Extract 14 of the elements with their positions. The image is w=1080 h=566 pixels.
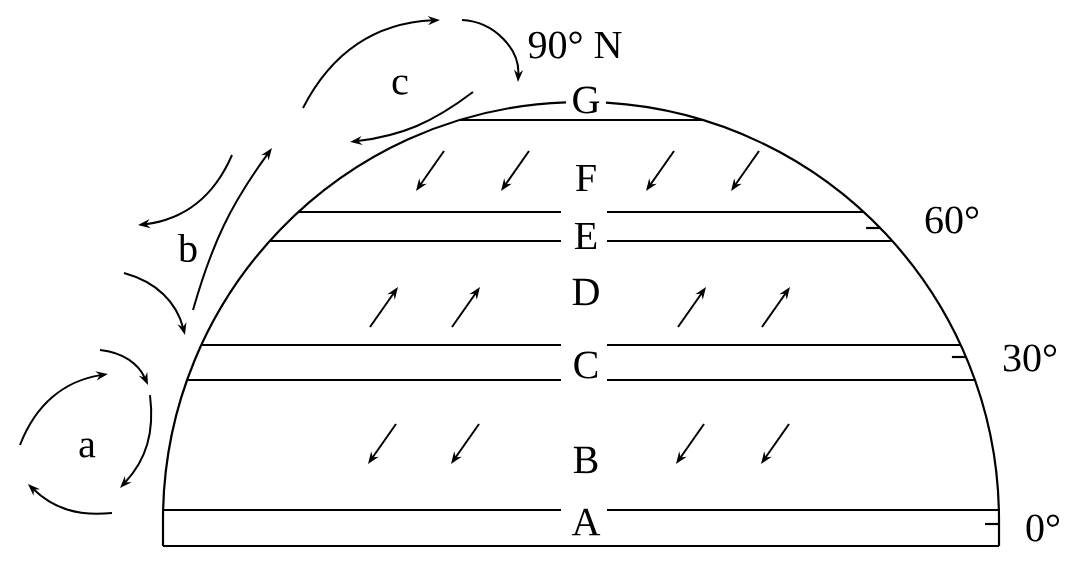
cell-label: c bbox=[392, 75, 408, 95]
zone-letter: C bbox=[574, 351, 598, 379]
zone-letter: F bbox=[576, 164, 596, 192]
zone-letter: E bbox=[574, 222, 597, 250]
latitude-label: 0° bbox=[1026, 514, 1060, 542]
pole-label: 90° N bbox=[528, 31, 622, 59]
zone-letter: A bbox=[571, 508, 601, 536]
zone-letter: D bbox=[572, 278, 599, 306]
zone-letter: B bbox=[573, 446, 598, 474]
cell-label: a bbox=[79, 438, 96, 458]
cell-label: b bbox=[178, 233, 197, 263]
latitude-label: 30° bbox=[1003, 344, 1057, 372]
zone-letter: G bbox=[573, 86, 600, 114]
latitude-label: 60° bbox=[925, 206, 979, 234]
